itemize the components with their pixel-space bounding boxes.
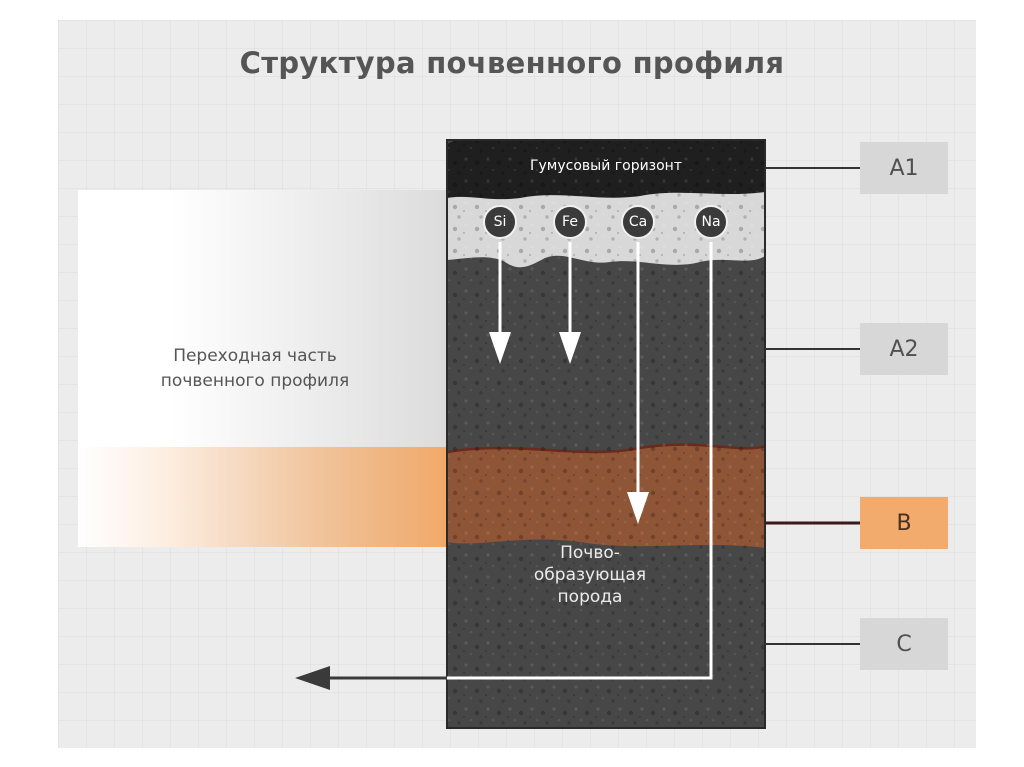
fe-element-badge: Fe: [553, 205, 587, 239]
horizon-tag-a2: A2: [860, 323, 948, 375]
horizon-tag-a1: A1: [860, 142, 948, 194]
parent-rock-line-2: образующая: [533, 565, 647, 585]
parent-rock-label: Почво- образующая порода: [520, 542, 660, 608]
parent-rock-line-1: Почво-: [560, 543, 620, 563]
page-title: Структура почвенного профиля: [239, 46, 785, 80]
humus-horizon-label: Гумусовый горизонт: [529, 158, 682, 174]
ca-migration-arrow: [627, 242, 649, 524]
na-outflow-arrow: [295, 242, 713, 690]
illuvial-band-highlight: [78, 447, 446, 547]
horizon-tag-c: C: [860, 618, 948, 670]
soil-column-border: [446, 139, 766, 729]
na-element-badge: Na: [694, 205, 728, 239]
si-element-badge: Si: [483, 205, 517, 239]
parent-rock-line-3: порода: [557, 587, 623, 607]
horizon-tag-b: B: [860, 497, 948, 549]
transition-zone-label: Переходная часть почвенного профиля: [160, 346, 350, 391]
fe-migration-arrow: [559, 242, 581, 364]
si-migration-arrow: [489, 242, 511, 364]
ca-element-badge: Ca: [621, 205, 655, 239]
